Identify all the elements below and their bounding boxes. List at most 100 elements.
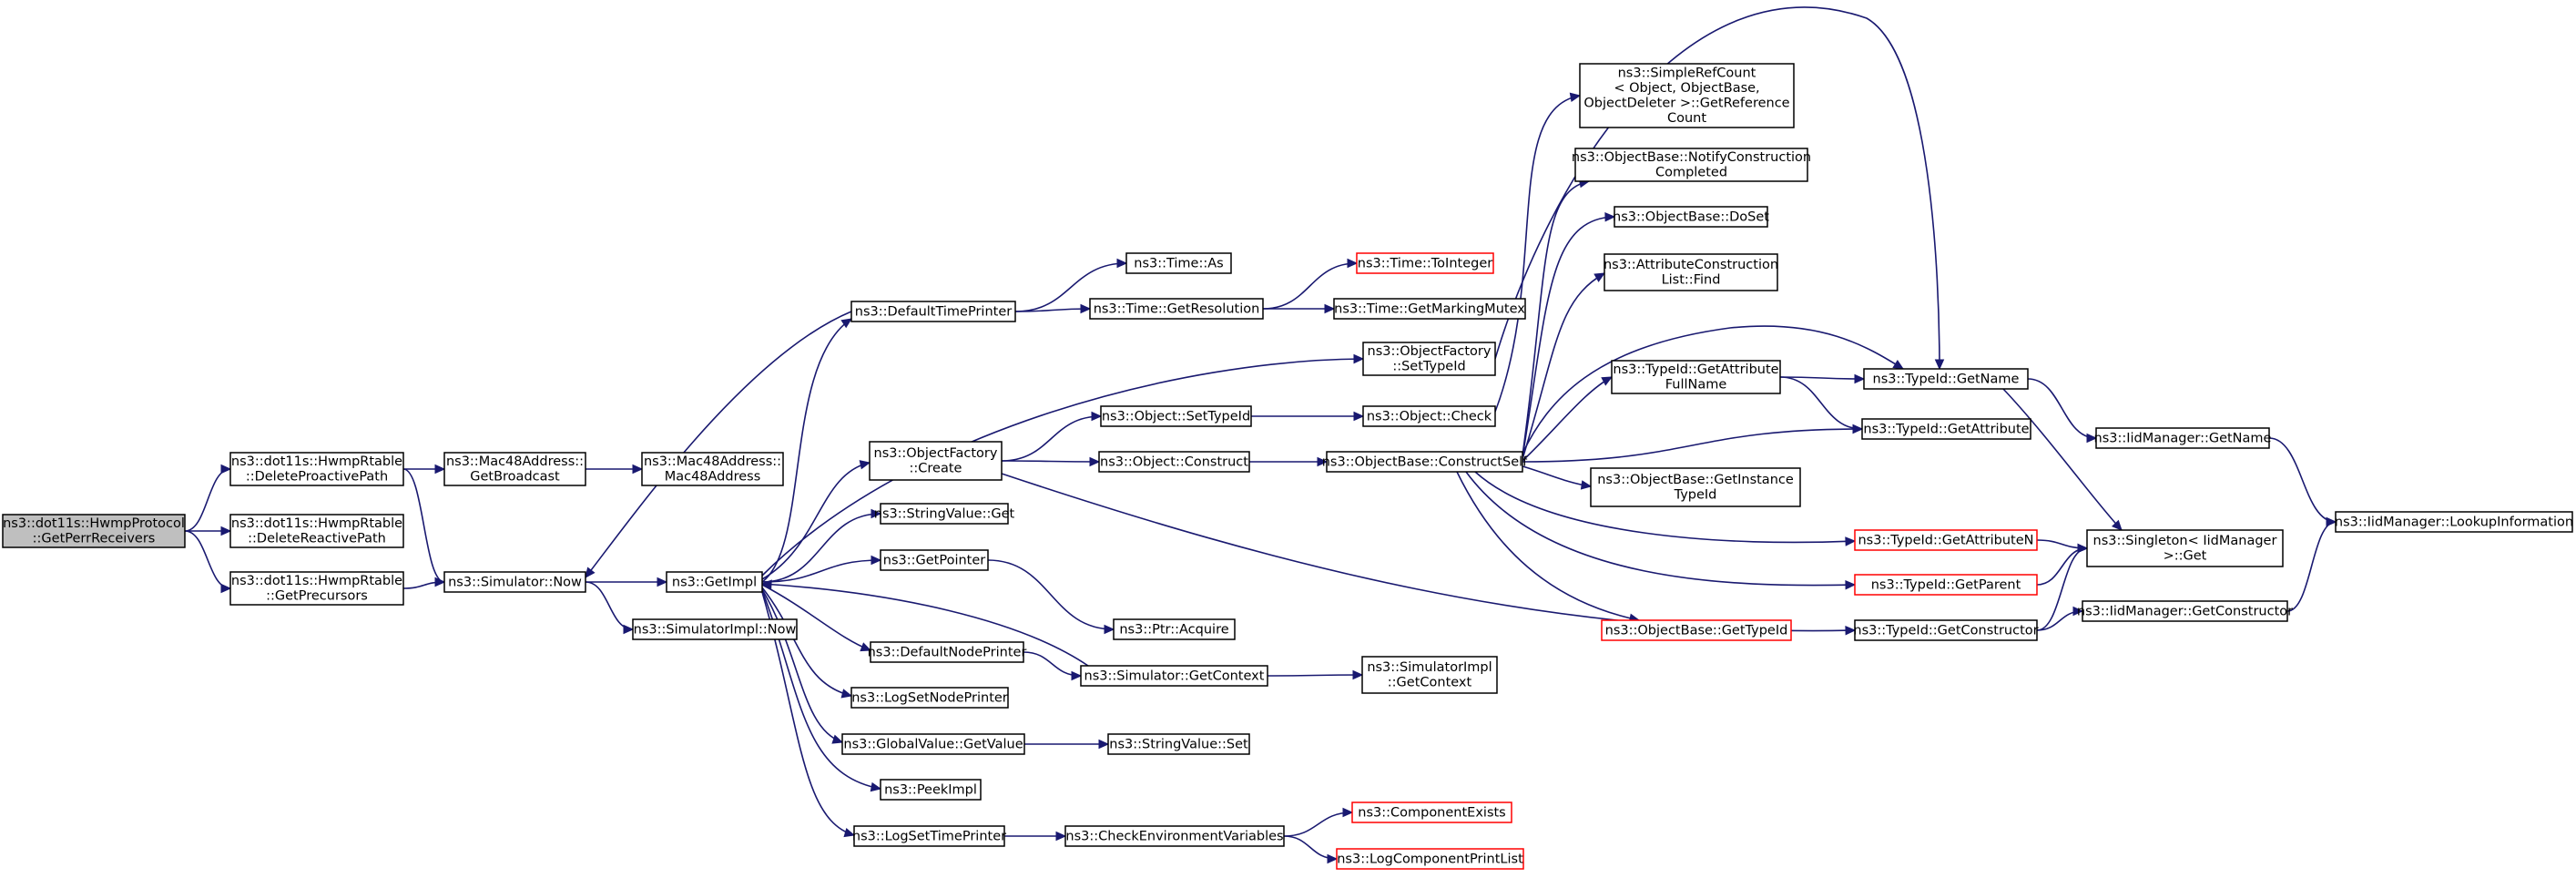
node-getresolution[interactable]: ns3::Time::GetResolution [1089, 298, 1264, 320]
node-simimplnow[interactable]: ns3::SimulatorImpl::Now [632, 618, 798, 640]
node-constructself[interactable]: ns3::ObjectBase::ConstructSelf [1322, 451, 1528, 473]
node-tidgetconstructor[interactable]: ns3::TypeId::GetConstructor [1853, 619, 2039, 641]
arrowhead-icon [1845, 579, 1857, 590]
node-defnodeprinter[interactable]: ns3::DefaultNodePrinter [868, 641, 1027, 663]
arrowhead-icon [1055, 831, 1067, 842]
node-objconstruct[interactable]: ns3::Object::Construct [1098, 451, 1250, 473]
arrowhead-icon [1098, 739, 1110, 750]
arrowhead-icon [1852, 424, 1864, 434]
node-label: ns3::Object::Construct [1100, 454, 1248, 469]
edge-simgetcontext-to-getimpl [760, 579, 1089, 667]
node-delproactive[interactable]: ns3::dot11s::HwmpRtable::DeleteProactive… [229, 452, 404, 486]
node-box [632, 618, 798, 640]
edge-constructself-to-attrfind [1522, 272, 1606, 460]
node-box [1336, 848, 1524, 870]
edge-line [184, 530, 231, 589]
node-tidgetattributen[interactable]: ns3::TypeId::GetAttributeN [1854, 529, 2038, 551]
edge-constructself-to-tidgetattributen [1474, 471, 1857, 546]
node-label: ns3::Time::ToInteger [1358, 256, 1492, 271]
node-markingmutex[interactable]: ns3::Time::GetMarkingMutex [1333, 298, 1526, 320]
node-box [1614, 206, 1768, 228]
node-doset[interactable]: ns3::ObjectBase::DoSet [1613, 206, 1769, 228]
node-label: ns3::SimulatorImpl::Now [634, 622, 797, 637]
edge-iidgetname-to-iidlookup [2268, 437, 2337, 527]
node-objcheck[interactable]: ns3::Object::Check [1362, 405, 1496, 427]
node-label: ns3::IidManager::GetName [2094, 431, 2272, 445]
node-box [229, 452, 404, 486]
node-box [1611, 360, 1781, 394]
edge-ofcreate-to-objconstruct [1001, 456, 1101, 467]
node-box [870, 641, 1024, 663]
edge-line [1779, 376, 1865, 380]
node-simimplgetcontext[interactable]: ns3::SimulatorImpl::GetContext [1361, 656, 1498, 694]
node-ptracquire[interactable]: ns3::Ptr::Acquire [1113, 618, 1236, 640]
node-deftimeprinter[interactable]: ns3::DefaultTimePrinter [850, 301, 1016, 322]
node-label: ns3::TypeId::GetAttribute [1863, 422, 2029, 436]
node-simplerefcount[interactable]: ns3::SimpleRefCount< Object, ObjectBase,… [1579, 63, 1795, 128]
node-notifyconstruction[interactable]: ns3::ObjectBase::NotifyConstructionCompl… [1572, 148, 1811, 182]
edge-line [2268, 437, 2337, 523]
node-logcompprint[interactable]: ns3::LogComponentPrintList [1336, 848, 1524, 870]
node-objsettypeid[interactable]: ns3::Object::SetTypeId [1100, 405, 1252, 427]
node-box [2082, 600, 2288, 622]
node-root[interactable]: ns3::dot11s::HwmpProtocol::GetPerrReceiv… [2, 514, 186, 548]
node-compexists[interactable]: ns3::ComponentExists [1351, 801, 1512, 823]
edge-line [761, 583, 1089, 667]
node-delreactive[interactable]: ns3::dot11s::HwmpRtable::DeleteReactiveP… [229, 514, 404, 548]
edge-constructself-to-getattrfullname [1522, 376, 1614, 462]
arrowhead-icon [2111, 519, 2123, 531]
node-label: ns3::DefaultTimePrinter [855, 304, 1012, 319]
node-ofsettypeid[interactable]: ns3::ObjectFactory::SetTypeId [1362, 342, 1496, 376]
node-box [1362, 405, 1496, 427]
node-iidlookup[interactable]: ns3::IidManager::LookupInformation [2335, 511, 2573, 533]
edge-delproactive-to-simnow [402, 468, 446, 587]
edge-line [1494, 95, 1581, 413]
edge-line [1283, 812, 1353, 837]
node-checkenv[interactable]: ns3::CheckEnvironmentVariables [1064, 825, 1285, 847]
edge-tidgetconstructor-to-singletonget [2036, 543, 2089, 631]
edge-ofcreate-to-objsettypeid [1001, 411, 1103, 462]
edge-line [585, 581, 634, 630]
node-timeas[interactable]: ns3::Time::As [1125, 252, 1232, 274]
edge-logsettimeprinter-to-checkenv [1004, 831, 1067, 842]
edge-line [761, 462, 871, 580]
edge-line [1001, 415, 1102, 462]
node-iidgetname[interactable]: ns3::IidManager::GetName [2094, 427, 2272, 449]
node-getbroadcast[interactable]: ns3::Mac48Address::GetBroadcast [443, 452, 586, 486]
node-getpointer[interactable]: ns3::GetPointer [880, 549, 989, 571]
node-tidgetname[interactable]: ns3::TypeId::GetName [1863, 368, 2029, 390]
arrowhead-icon [871, 508, 882, 519]
node-box [1107, 733, 1250, 755]
node-obgettypeid[interactable]: ns3::ObjectBase::GetTypeId [1601, 619, 1792, 641]
node-ofcreate[interactable]: ns3::ObjectFactory::Create [869, 441, 1003, 481]
edge-tidgetconstructor-to-iidgetconstructor [2036, 606, 2084, 631]
node-box [1064, 825, 1285, 847]
node-mac48[interactable]: ns3::Mac48Address::Mac48Address [641, 452, 784, 486]
node-stringget[interactable]: ns3::StringValue::Get [874, 503, 1015, 525]
node-label: ns3::Time::As [1134, 256, 1223, 271]
node-label: GetBroadcast [470, 470, 560, 485]
edge-root-to-delreactive [185, 526, 232, 536]
node-getimpl[interactable]: ns3::GetImpl [666, 571, 763, 593]
node-logsetnodeprinter[interactable]: ns3::LogSetNodePrinter [850, 687, 1009, 709]
node-tidgetattribute[interactable]: ns3::TypeId::GetAttribute [1861, 418, 2031, 440]
node-tidgetparent[interactable]: ns3::TypeId::GetParent [1854, 574, 2038, 596]
node-getprecursors[interactable]: ns3::dot11s::HwmpRtable::GetPrecursors [229, 571, 404, 606]
node-stringset[interactable]: ns3::StringValue::Set [1107, 733, 1250, 755]
arrowhead-icon [831, 734, 844, 744]
node-tointeger[interactable]: ns3::Time::ToInteger [1356, 252, 1494, 274]
edge-constructself-to-notifyconstruction [1522, 178, 1591, 456]
node-iidgetconstructor[interactable]: ns3::IidManager::GetConstructor [2077, 600, 2293, 622]
arrowhead-icon [760, 579, 772, 589]
node-gvgetvalue[interactable]: ns3::GlobalValue::GetValue [841, 733, 1025, 755]
node-logsettimeprinter[interactable]: ns3::LogSetTimePrinter [852, 825, 1006, 847]
node-singletonget[interactable]: ns3::Singleton< IidManager>::Get [2086, 529, 2284, 567]
node-box [880, 779, 982, 801]
node-simgetcontext[interactable]: ns3::Simulator::GetContext [1080, 665, 1268, 687]
edge-constructself-to-tidgetparent [1465, 471, 1857, 590]
node-peekimpl[interactable]: ns3::PeekImpl [880, 779, 982, 801]
node-simnow[interactable]: ns3::Simulator::Now [443, 571, 586, 593]
